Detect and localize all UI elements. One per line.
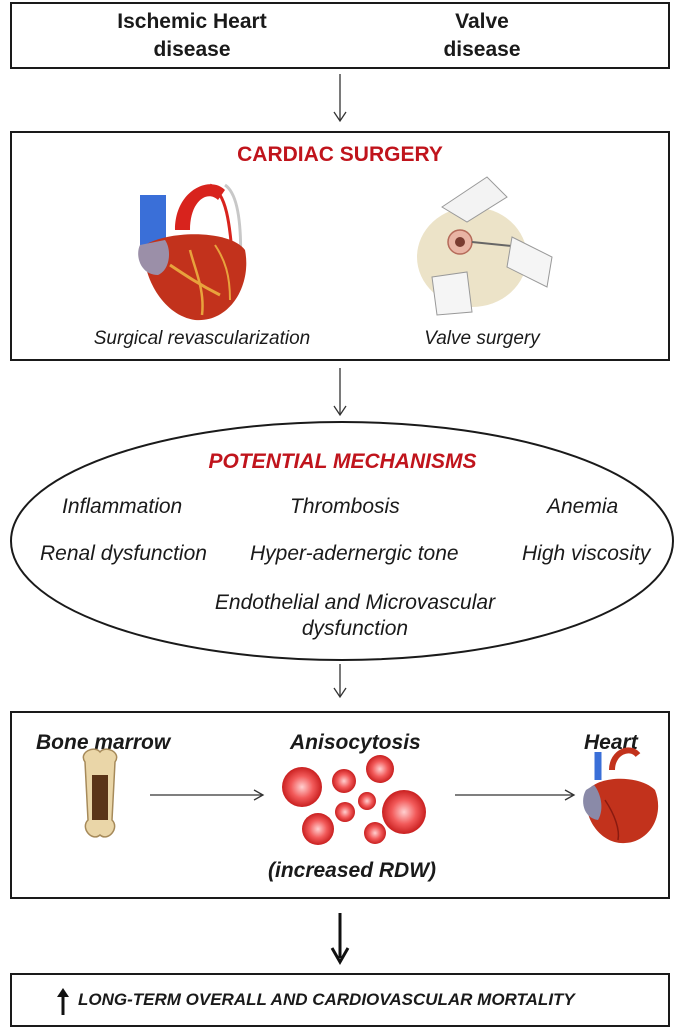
mechanism-endothelial-dysfunction: Endothelial and Microvascular dysfunctio… <box>214 591 496 640</box>
cardiac-surgery-box: CARDIAC SURGERY Surgical revascularizati… <box>10 131 670 361</box>
cardiac-surgery-title: CARDIAC SURGERY <box>237 143 443 166</box>
red-blood-cells-icon <box>282 755 426 845</box>
mechanism-anemia: Anemia <box>547 495 619 518</box>
bone-icon <box>82 748 118 838</box>
anisocytosis-label: Anisocytosis <box>290 731 421 754</box>
heart-icon <box>583 747 659 844</box>
surgical-revascularization-caption: Surgical revascularization <box>93 328 311 349</box>
diseases-box: Ischemic Heart disease Valve disease <box>10 2 670 69</box>
valve-surgery-illustration <box>417 176 553 316</box>
valve-surgery-caption: Valve surgery <box>424 328 540 349</box>
mechanism-renal-dysfunction: Renal dysfunction <box>40 542 207 565</box>
mortality-outcome-box: LONG-TERM OVERALL AND CARDIOVASCULAR MOR… <box>10 973 670 1027</box>
potential-mechanisms-title: POTENTIAL MECHANISMS <box>208 450 477 473</box>
mechanism-inflammation: Inflammation <box>62 495 183 518</box>
mechanism-hyper-adrenergic-tone: Hyper-adernergic tone <box>250 542 459 565</box>
ischemic-heart-disease-label: Ischemic Heart disease <box>117 10 267 61</box>
bypass-heart-illustration <box>138 183 247 321</box>
arrow-up-icon <box>57 988 69 1015</box>
mechanism-thrombosis: Thrombosis <box>290 495 400 518</box>
bone-marrow-label: Bone marrow <box>36 731 171 754</box>
valve-disease-label: Valve disease <box>443 10 521 61</box>
long-term-mortality-label: LONG-TERM OVERALL AND CARDIOVASCULAR MOR… <box>78 990 575 1009</box>
increased-rdw-caption: (increased RDW) <box>268 859 437 882</box>
mechanism-high-viscosity: High viscosity <box>522 542 651 565</box>
